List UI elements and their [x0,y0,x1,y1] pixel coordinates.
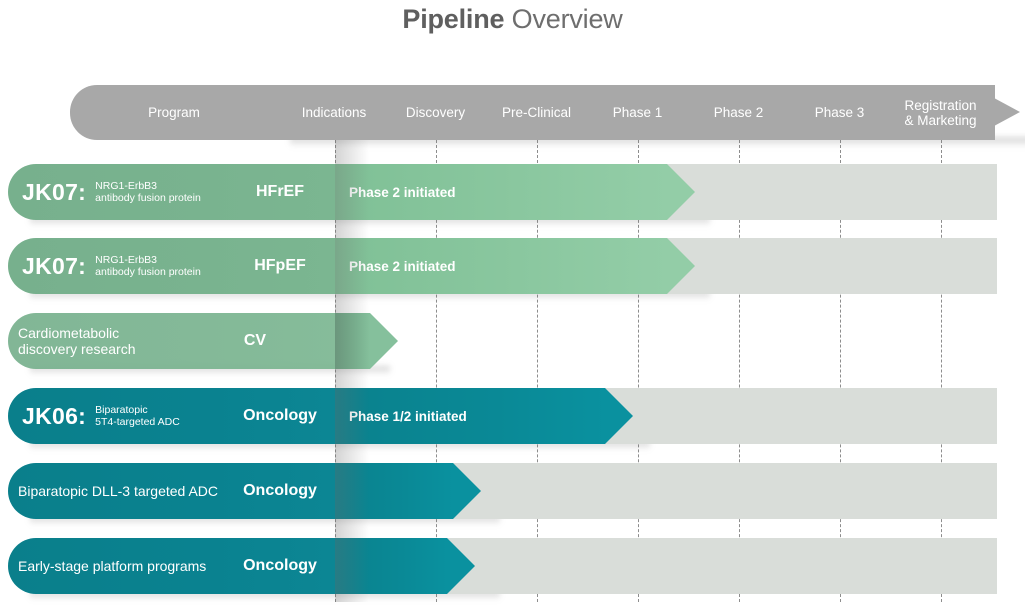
program-pill [8,238,338,294]
progress-segment [335,388,605,444]
page-title-rest: Overview [504,4,623,34]
header-col-preclinical: Pre-Clinical [501,105,572,120]
progress-arrow-tip [605,388,633,444]
program-code: JK06: [22,402,87,429]
indication-label: Oncology [243,557,317,574]
table-row[interactable]: JK07: NRG1-ErbB3 antibody fusion protein… [0,164,1025,226]
row-shadow [30,217,710,226]
program-description: Biparatopic DLL-3 targeted ADC [18,483,218,499]
indication-label: Oncology [243,407,317,424]
header-col-registration: Registration & Marketing [904,97,977,128]
program-description: Biparatopic 5T4-targeted ADC [95,404,180,428]
header-col-program: Program [148,105,200,120]
progress-arrow-tip [667,238,695,294]
progress-segment [335,238,667,294]
row-shadow [30,366,390,375]
header-col-phase3: Phase 3 [814,105,865,120]
program-code: JK07: [22,252,87,279]
column-divider-4 [638,140,639,602]
indication-label: CV [243,332,267,349]
indication-label: Oncology [243,482,317,499]
header-col-phase1: Phase 1 [612,105,663,120]
column-divider-5 [739,140,740,602]
header-col-phase2: Phase 2 [713,105,764,120]
program-label: Early-stage platform programs [18,538,206,594]
program-label: Cardiometabolic discovery research [18,313,136,369]
table-row[interactable]: Cardiometabolic discovery research CV [0,313,1025,375]
stage-status-label: Phase 2 initiated [349,184,456,200]
table-row[interactable]: JK07: NRG1-ErbB3 antibody fusion protein… [0,238,1025,300]
progress-arrow-tip [667,164,695,220]
indication-label: HFpEF [254,257,306,274]
stage-header-bar: Program Indications Discovery Pre-Clinic… [70,85,1025,147]
program-pill [8,164,338,220]
row-shadow [30,291,710,300]
program-description: NRG1-ErbB3 antibody fusion protein [95,180,201,204]
program-label: JK07: NRG1-ErbB3 antibody fusion protein [22,164,201,220]
program-code: JK07: [22,178,87,205]
progress-arrow-tip [370,313,398,369]
indication-label: HFrEF [256,183,304,200]
column-divider-3 [537,140,538,602]
program-description: Cardiometabolic discovery research [18,325,136,357]
table-row[interactable]: Early-stage platform programs Oncology [0,538,1025,600]
program-description: NRG1-ErbB3 antibody fusion protein [95,254,201,278]
progress-arrow-tip [453,463,481,519]
page-title: Pipeline Overview [0,4,1025,35]
column-divider-1 [335,140,336,602]
header-col-discovery: Discovery [405,105,466,120]
header-bar-arrow-tip [970,85,1020,139]
progress-segment [335,463,453,519]
program-label: JK07: NRG1-ErbB3 antibody fusion protein [22,238,201,294]
program-pill [8,313,338,369]
table-row[interactable]: Biparatopic DLL-3 targeted ADC Oncology [0,463,1025,525]
program-pill [8,538,338,594]
program-description: Early-stage platform programs [18,558,207,574]
page-title-bold: Pipeline [402,4,505,34]
progress-segment [335,313,370,369]
program-pill [8,388,338,444]
stage-status-label: Phase 1/2 initiated [349,408,467,424]
program-pill [8,463,338,519]
header-col-indications: Indications [301,105,367,120]
row-shadow [30,516,500,525]
header-bar-shadow [290,137,1025,147]
row-shadow [30,591,500,600]
progress-arrow-tip [447,538,475,594]
column-divider-2 [436,140,437,602]
column-divider-6 [840,140,841,602]
program-label: Biparatopic DLL-3 targeted ADC [18,463,218,519]
program-label: JK06: Biparatopic 5T4-targeted ADC [22,388,180,444]
table-row[interactable]: JK06: Biparatopic 5T4-targeted ADC Oncol… [0,388,1025,450]
header-bar-body [70,85,995,140]
row-shadow [30,441,650,450]
progress-segment [335,164,667,220]
stage-status-label: Phase 2 initiated [349,258,456,274]
column-divider-7 [941,140,942,602]
progress-segment [335,538,447,594]
